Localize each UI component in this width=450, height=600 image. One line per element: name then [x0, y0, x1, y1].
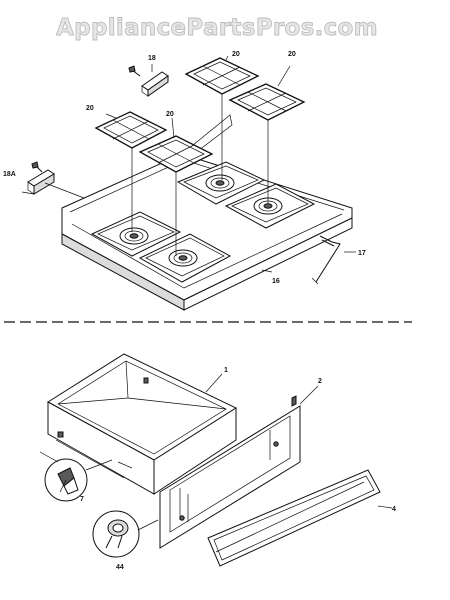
callout-20: 20	[288, 51, 296, 58]
callout-20: 20	[86, 105, 94, 112]
burner-right-rear	[205, 174, 235, 192]
part-7-clip	[44, 458, 88, 502]
grate-right-front	[228, 83, 306, 121]
watermark-text: AppliancePartsPros.com	[56, 15, 378, 41]
cooktop-assembly: 18 18A 20 20 20 20 17 16	[3, 51, 366, 311]
bracket-18	[141, 71, 169, 97]
callout-7: 7	[80, 496, 84, 503]
callout-44: 44	[116, 564, 124, 571]
callout-1: 1	[224, 367, 228, 374]
bracket-18a	[21, 169, 55, 195]
callout-17: 17	[358, 250, 366, 257]
cooktop-body	[61, 114, 353, 311]
callout-20: 20	[166, 111, 174, 118]
burner-left-front	[168, 249, 198, 267]
drawer-assembly: 1 2 4 7 44	[39, 353, 396, 571]
grate-left-front	[138, 135, 214, 173]
callout-2: 2	[318, 378, 322, 385]
screw-icon	[128, 65, 141, 77]
rod-17	[311, 235, 341, 285]
grate-right-rear	[184, 57, 260, 95]
grate-left-rear	[94, 111, 168, 149]
callout-18a: 18A	[3, 171, 16, 178]
drawer-front-panel	[159, 395, 301, 549]
burner-left-rear	[119, 227, 149, 245]
callout-20: 20	[232, 51, 240, 58]
callout-4: 4	[392, 506, 396, 513]
drawer-body	[47, 353, 238, 495]
screw-icon	[31, 161, 43, 173]
callout-18: 18	[148, 55, 156, 62]
drawer-handle	[207, 469, 381, 567]
part-44-roller	[92, 510, 140, 558]
callout-16: 16	[272, 278, 280, 285]
